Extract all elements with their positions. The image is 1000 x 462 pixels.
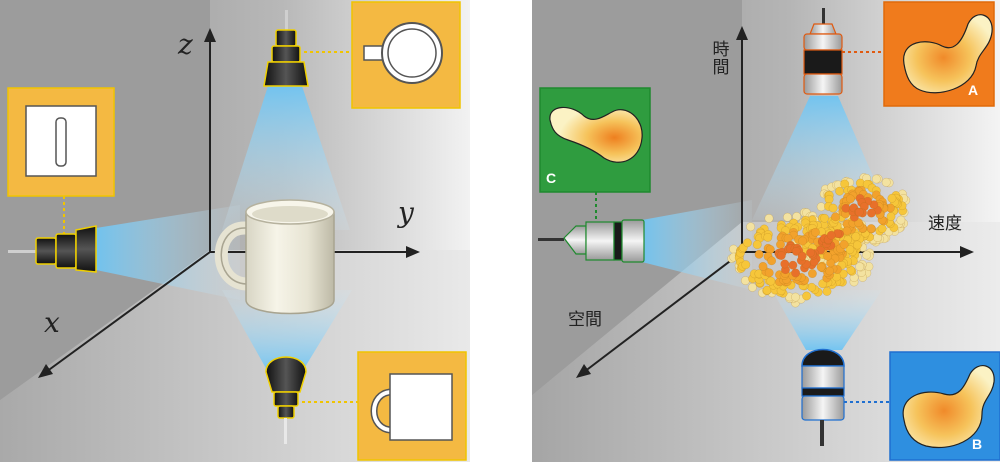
left-scene bbox=[0, 0, 470, 462]
particle bbox=[835, 186, 845, 196]
inset-c-label: C bbox=[546, 170, 557, 186]
particle bbox=[828, 203, 838, 213]
particle bbox=[764, 268, 774, 278]
particle bbox=[746, 222, 756, 232]
particle bbox=[822, 286, 832, 296]
camera-b-icon bbox=[801, 348, 845, 446]
left-panel: z y x bbox=[0, 0, 470, 462]
particle bbox=[862, 250, 872, 260]
particle bbox=[776, 240, 785, 249]
mug bbox=[214, 199, 335, 315]
camera-c-icon bbox=[538, 219, 645, 263]
particle bbox=[758, 261, 768, 271]
axis-label-z: z bbox=[178, 28, 193, 61]
particle bbox=[743, 238, 752, 248]
particle bbox=[741, 260, 751, 270]
right-panel: 時間 速度 空間 A B C bbox=[532, 0, 1000, 462]
axis-label-velocity: 速度 bbox=[928, 214, 962, 234]
camera-a-icon bbox=[803, 8, 843, 95]
particle bbox=[816, 262, 826, 272]
particle bbox=[851, 232, 861, 242]
top-view-box bbox=[351, 1, 461, 109]
inset-a-label: A bbox=[968, 82, 979, 98]
particle bbox=[887, 193, 897, 203]
particle bbox=[797, 251, 807, 261]
particle bbox=[754, 249, 764, 259]
beam-left-right bbox=[642, 200, 752, 290]
particle bbox=[766, 276, 776, 286]
particle-cloud bbox=[727, 173, 911, 308]
particle bbox=[776, 251, 786, 260]
particle bbox=[788, 260, 798, 270]
particle bbox=[845, 194, 855, 204]
right-scene bbox=[532, 0, 1000, 462]
particle bbox=[783, 212, 792, 222]
axis-label-x: x bbox=[44, 306, 60, 339]
axis-label-y: y bbox=[398, 196, 414, 229]
camera-left-icon bbox=[8, 225, 97, 273]
camera-top-icon bbox=[263, 10, 309, 87]
inset-b bbox=[889, 351, 1000, 461]
beam-top bbox=[222, 86, 350, 230]
particle bbox=[798, 236, 808, 246]
particle bbox=[871, 174, 881, 184]
particle bbox=[866, 208, 876, 218]
particle bbox=[831, 212, 840, 222]
particle bbox=[866, 224, 876, 234]
beam-left bbox=[96, 205, 240, 300]
particle bbox=[881, 177, 891, 187]
particle bbox=[896, 215, 906, 225]
camera-bottom-icon bbox=[265, 356, 307, 444]
bottom-view-box bbox=[357, 351, 467, 461]
particle bbox=[855, 262, 865, 272]
particle bbox=[852, 240, 862, 250]
beam-bottom-right bbox=[772, 290, 882, 350]
particle bbox=[807, 269, 817, 279]
connectors bbox=[63, 51, 360, 403]
connectors-right bbox=[595, 51, 890, 403]
particle bbox=[806, 248, 815, 258]
particle bbox=[854, 207, 864, 217]
inset-a bbox=[883, 1, 995, 107]
particle bbox=[791, 268, 801, 278]
inset-c bbox=[539, 87, 651, 193]
side-view-box bbox=[7, 87, 115, 197]
particle bbox=[791, 246, 801, 256]
particle bbox=[826, 230, 836, 240]
inset-b-label: B bbox=[972, 436, 983, 452]
particle bbox=[767, 256, 777, 266]
particle bbox=[810, 227, 820, 237]
particle bbox=[807, 282, 817, 292]
particle bbox=[823, 251, 833, 261]
axis-label-space: 空間 bbox=[568, 310, 602, 330]
particle bbox=[802, 291, 812, 301]
particle bbox=[780, 259, 790, 269]
particle bbox=[763, 232, 773, 242]
particle bbox=[747, 282, 757, 292]
axis-label-time: 時間 bbox=[712, 40, 730, 78]
particle bbox=[845, 245, 855, 255]
particle bbox=[820, 213, 830, 223]
particle bbox=[752, 240, 762, 250]
particle bbox=[764, 213, 774, 223]
particle bbox=[839, 240, 849, 249]
particle bbox=[886, 212, 896, 222]
particle bbox=[842, 226, 852, 236]
particle bbox=[877, 224, 887, 234]
particle bbox=[791, 292, 800, 302]
